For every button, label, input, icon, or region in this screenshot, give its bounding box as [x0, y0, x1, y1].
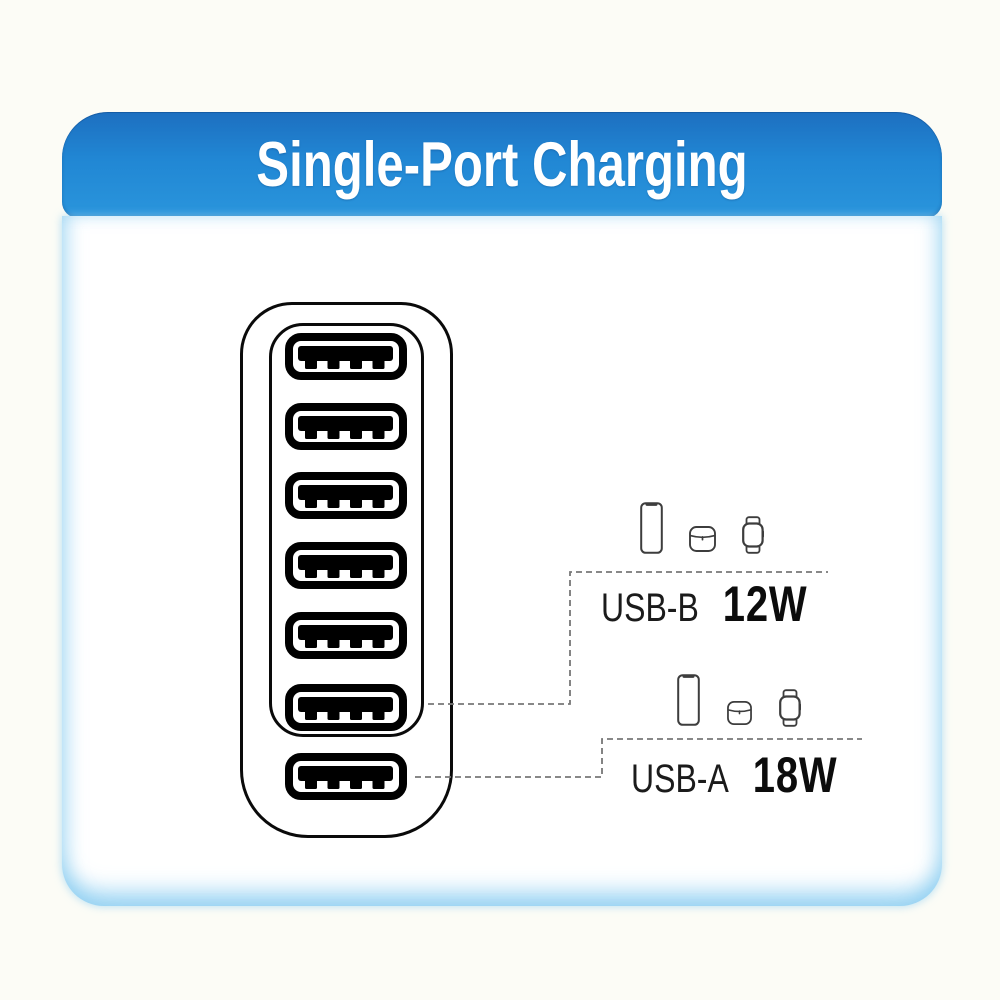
- usb-port-1-icon: [285, 333, 407, 380]
- device-icons-usb-b: [640, 496, 770, 554]
- page-title: Single-Port Charging: [256, 130, 748, 200]
- usb-port-2-icon: [285, 403, 407, 450]
- usb-port-5-icon: [285, 612, 407, 659]
- usb-b-wattage: 12W: [722, 576, 808, 632]
- usb-a-wattage: 18W: [752, 747, 838, 803]
- header-banner: Single-Port Charging: [62, 112, 942, 218]
- usb-port-3-icon: [285, 472, 407, 519]
- earbuds-case-icon: [727, 701, 752, 725]
- smartwatch-icon: [779, 689, 801, 727]
- usb-b-label: USB-B: [601, 586, 699, 630]
- usb-port-4-icon: [285, 542, 407, 589]
- card-body: [62, 216, 942, 906]
- usb-port-6-icon: [285, 684, 407, 731]
- smartwatch-icon: [742, 516, 764, 554]
- charger-inner-panel: [269, 323, 424, 737]
- smartphone-icon: [677, 674, 700, 726]
- callout-usb-b: USB-B 12W: [601, 575, 807, 633]
- earbuds-case-icon: [689, 526, 716, 552]
- callout-usb-a: USB-A 18W: [631, 746, 837, 804]
- smartphone-icon: [640, 502, 663, 554]
- usb-port-7-icon: [285, 753, 407, 800]
- device-icons-usb-a: [677, 669, 807, 727]
- usb-a-label: USB-A: [631, 757, 729, 801]
